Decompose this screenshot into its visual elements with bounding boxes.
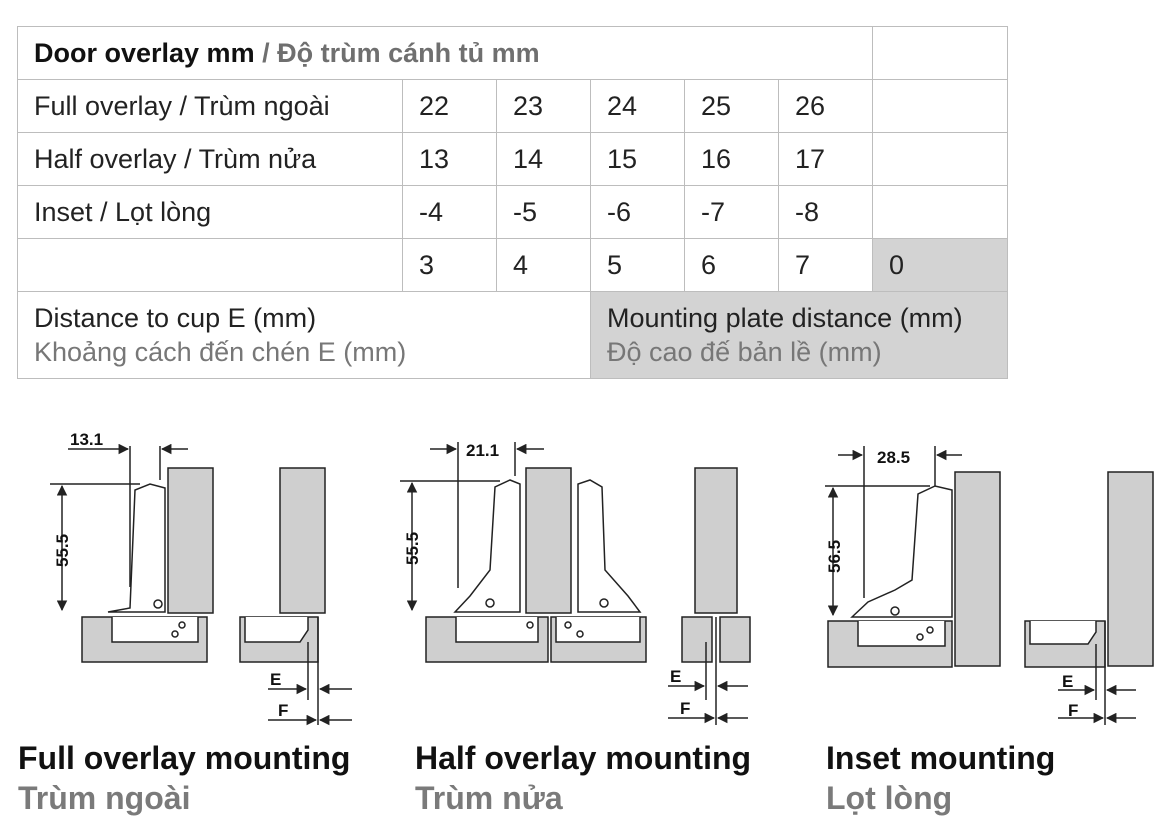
hinge-screw [576, 630, 584, 638]
hinge-screw [926, 626, 934, 634]
distance-value: 7 [778, 238, 873, 292]
hinge-screw [564, 621, 572, 629]
empty-cell [872, 26, 1008, 80]
cell-value: -5 [496, 185, 591, 239]
cell-value: 16 [684, 132, 779, 186]
header-vi: Độ trùm cánh tủ mm [277, 37, 540, 68]
hinge-cup [555, 617, 641, 643]
caption-inset: Inset mounting Lọt lòng [826, 738, 1055, 818]
row-label: Full overlay / Trùm ngoài [17, 79, 403, 133]
table-row: Inset / Lọt lòng -4 -5 -6 -7 -8 [17, 185, 1008, 239]
hinge-arm [453, 479, 521, 613]
hinge-cup-section [244, 617, 309, 643]
footer-left-en: Distance to cup E (mm) [34, 303, 317, 333]
hinge-screw [526, 621, 534, 629]
cell-value: 26 [778, 79, 873, 133]
hinge-cup [455, 617, 539, 643]
hinge-screw [485, 598, 495, 608]
f-label: F [680, 699, 690, 718]
half-overlay-diagram [400, 442, 751, 725]
caption-half-overlay: Half overlay mounting Trùm nửa [415, 738, 751, 818]
row-label: Inset / Lọt lòng [17, 185, 403, 239]
caption-en: Half overlay mounting [415, 740, 752, 776]
caption-vi: Trùm nửa [415, 780, 563, 816]
full-overlay-diagram [50, 443, 352, 726]
e-label: E [670, 667, 681, 686]
caption-vi: Trùm ngoài [18, 780, 191, 816]
door-panel [279, 467, 326, 614]
hinge-arm [577, 479, 642, 613]
footer-right-en: Mounting plate distance (mm) [607, 303, 963, 333]
cell-value: -8 [778, 185, 873, 239]
height-dimension-label: 55.5 [53, 534, 72, 567]
cabinet-side-panel [1107, 471, 1154, 667]
cell-value: 13 [402, 132, 497, 186]
caption-full-overlay: Full overlay mounting Trùm ngoài [18, 738, 350, 818]
hinge-arm [107, 483, 166, 613]
caption-en: Inset mounting [826, 740, 1056, 776]
distance-value: 3 [402, 238, 497, 292]
height-dimension-label: 55.5 [403, 532, 422, 565]
door-panel [694, 467, 738, 614]
hinge-screw [599, 598, 609, 608]
cell-value: 14 [496, 132, 591, 186]
hinge-screw [916, 633, 924, 641]
hinge-cup [111, 617, 199, 643]
height-dimension-label: 56.5 [825, 540, 844, 573]
f-label: F [278, 701, 288, 720]
cell-value: -7 [684, 185, 779, 239]
inset-diagram [825, 446, 1154, 725]
hinge-screw [178, 621, 186, 629]
distance-value: 6 [684, 238, 779, 292]
cabinet-side-panel [681, 616, 713, 663]
footer-right: Mounting plate distance (mm) Độ cao đế b… [590, 291, 1008, 379]
caption-en: Full overlay mounting [18, 740, 351, 776]
hinge-arm [850, 485, 953, 618]
footer-left-vi: Khoảng cách đến chén E (mm) [34, 337, 407, 367]
width-dimension-label: 21.1 [466, 441, 499, 460]
table-row: Half overlay / Trùm nửa 13 14 15 16 17 [17, 132, 1008, 186]
overlay-table: Door overlay mm / Độ trùm cánh tủ mm Ful… [17, 26, 1008, 379]
e-label: E [270, 670, 281, 689]
table-row: Full overlay / Trùm ngoài 22 23 24 25 26 [17, 79, 1008, 133]
table-header: Door overlay mm / Độ trùm cánh tủ mm [17, 26, 873, 80]
cell-value: 17 [778, 132, 873, 186]
header-en: Door overlay mm [34, 37, 255, 68]
door-panel [525, 467, 572, 614]
cell-value: -6 [590, 185, 685, 239]
hinge-screw [153, 599, 163, 609]
table-row: 3 4 5 6 7 0 [17, 238, 1008, 292]
header-sep: / [254, 37, 278, 68]
width-dimension-label: 13.1 [70, 430, 103, 449]
plate-value: 0 [872, 238, 1008, 292]
width-dimension-label: 28.5 [877, 448, 910, 467]
cabinet-side-panel [954, 471, 1001, 667]
f-label: F [1068, 701, 1078, 720]
cell-value: 15 [590, 132, 685, 186]
hinge-cup-section [1029, 621, 1097, 645]
distance-value: 5 [590, 238, 685, 292]
cabinet-side-panel [719, 616, 751, 663]
hinge-screw [171, 630, 179, 638]
hinge-cup [857, 621, 946, 647]
footer-left: Distance to cup E (mm) Khoảng cách đến c… [17, 291, 591, 379]
door-panel [167, 467, 214, 614]
e-label: E [1062, 672, 1073, 691]
caption-vi: Lọt lòng [826, 780, 953, 816]
footer-right-vi: Độ cao đế bản lề (mm) [607, 337, 882, 367]
hinge-screw [890, 606, 900, 616]
